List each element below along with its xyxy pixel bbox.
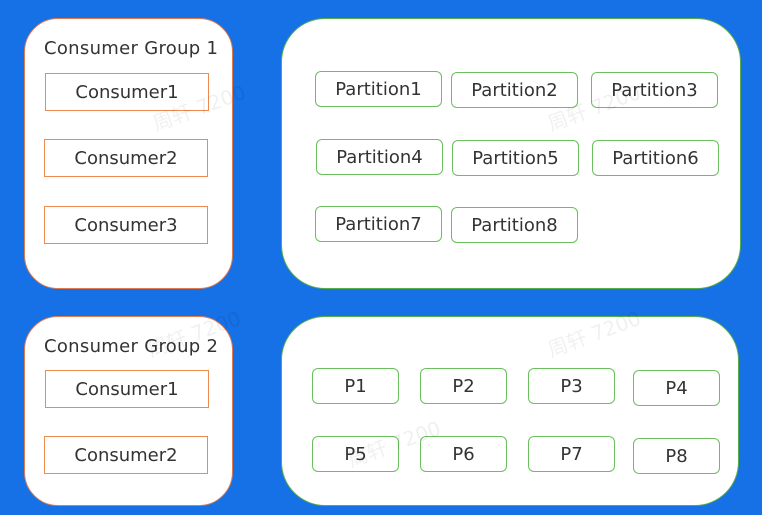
partition-5: Partition5 (452, 140, 579, 176)
partition-1: Partition1 (315, 71, 442, 107)
partitions-panel-bottom: P1 P2 P3 P4 P5 P6 P7 P8 (281, 316, 739, 506)
partition-2: Partition2 (451, 72, 578, 108)
p5: P5 (312, 436, 399, 472)
consumer-group-2-title: Consumer Group 2 (44, 336, 219, 357)
consumer-group-1-title: Consumer Group 1 (44, 38, 219, 59)
group2-consumer2: Consumer2 (44, 436, 208, 474)
partition-4: Partition4 (316, 139, 443, 175)
partition-6: Partition6 (592, 140, 719, 176)
group1-consumer2: Consumer2 (44, 139, 208, 177)
partitions-panel-top: Partition1 Partition2 Partition3 Partiti… (281, 18, 741, 289)
partition-3: Partition3 (591, 72, 718, 108)
partition-8: Partition8 (451, 207, 578, 243)
p1: P1 (312, 368, 399, 404)
p3: P3 (528, 368, 615, 404)
consumer-group-1-panel: Consumer Group 1 Consumer1 Consumer2 Con… (24, 18, 233, 289)
group1-consumer3: Consumer3 (44, 206, 208, 244)
group1-consumer1: Consumer1 (45, 73, 209, 111)
p4: P4 (633, 370, 720, 406)
p8: P8 (633, 438, 720, 474)
group2-consumer1: Consumer1 (45, 370, 209, 408)
consumer-group-2-panel: Consumer Group 2 Consumer1 Consumer2 (24, 316, 233, 506)
p6: P6 (420, 436, 507, 472)
p2: P2 (420, 368, 507, 404)
partition-7: Partition7 (315, 206, 442, 242)
p7: P7 (528, 436, 615, 472)
